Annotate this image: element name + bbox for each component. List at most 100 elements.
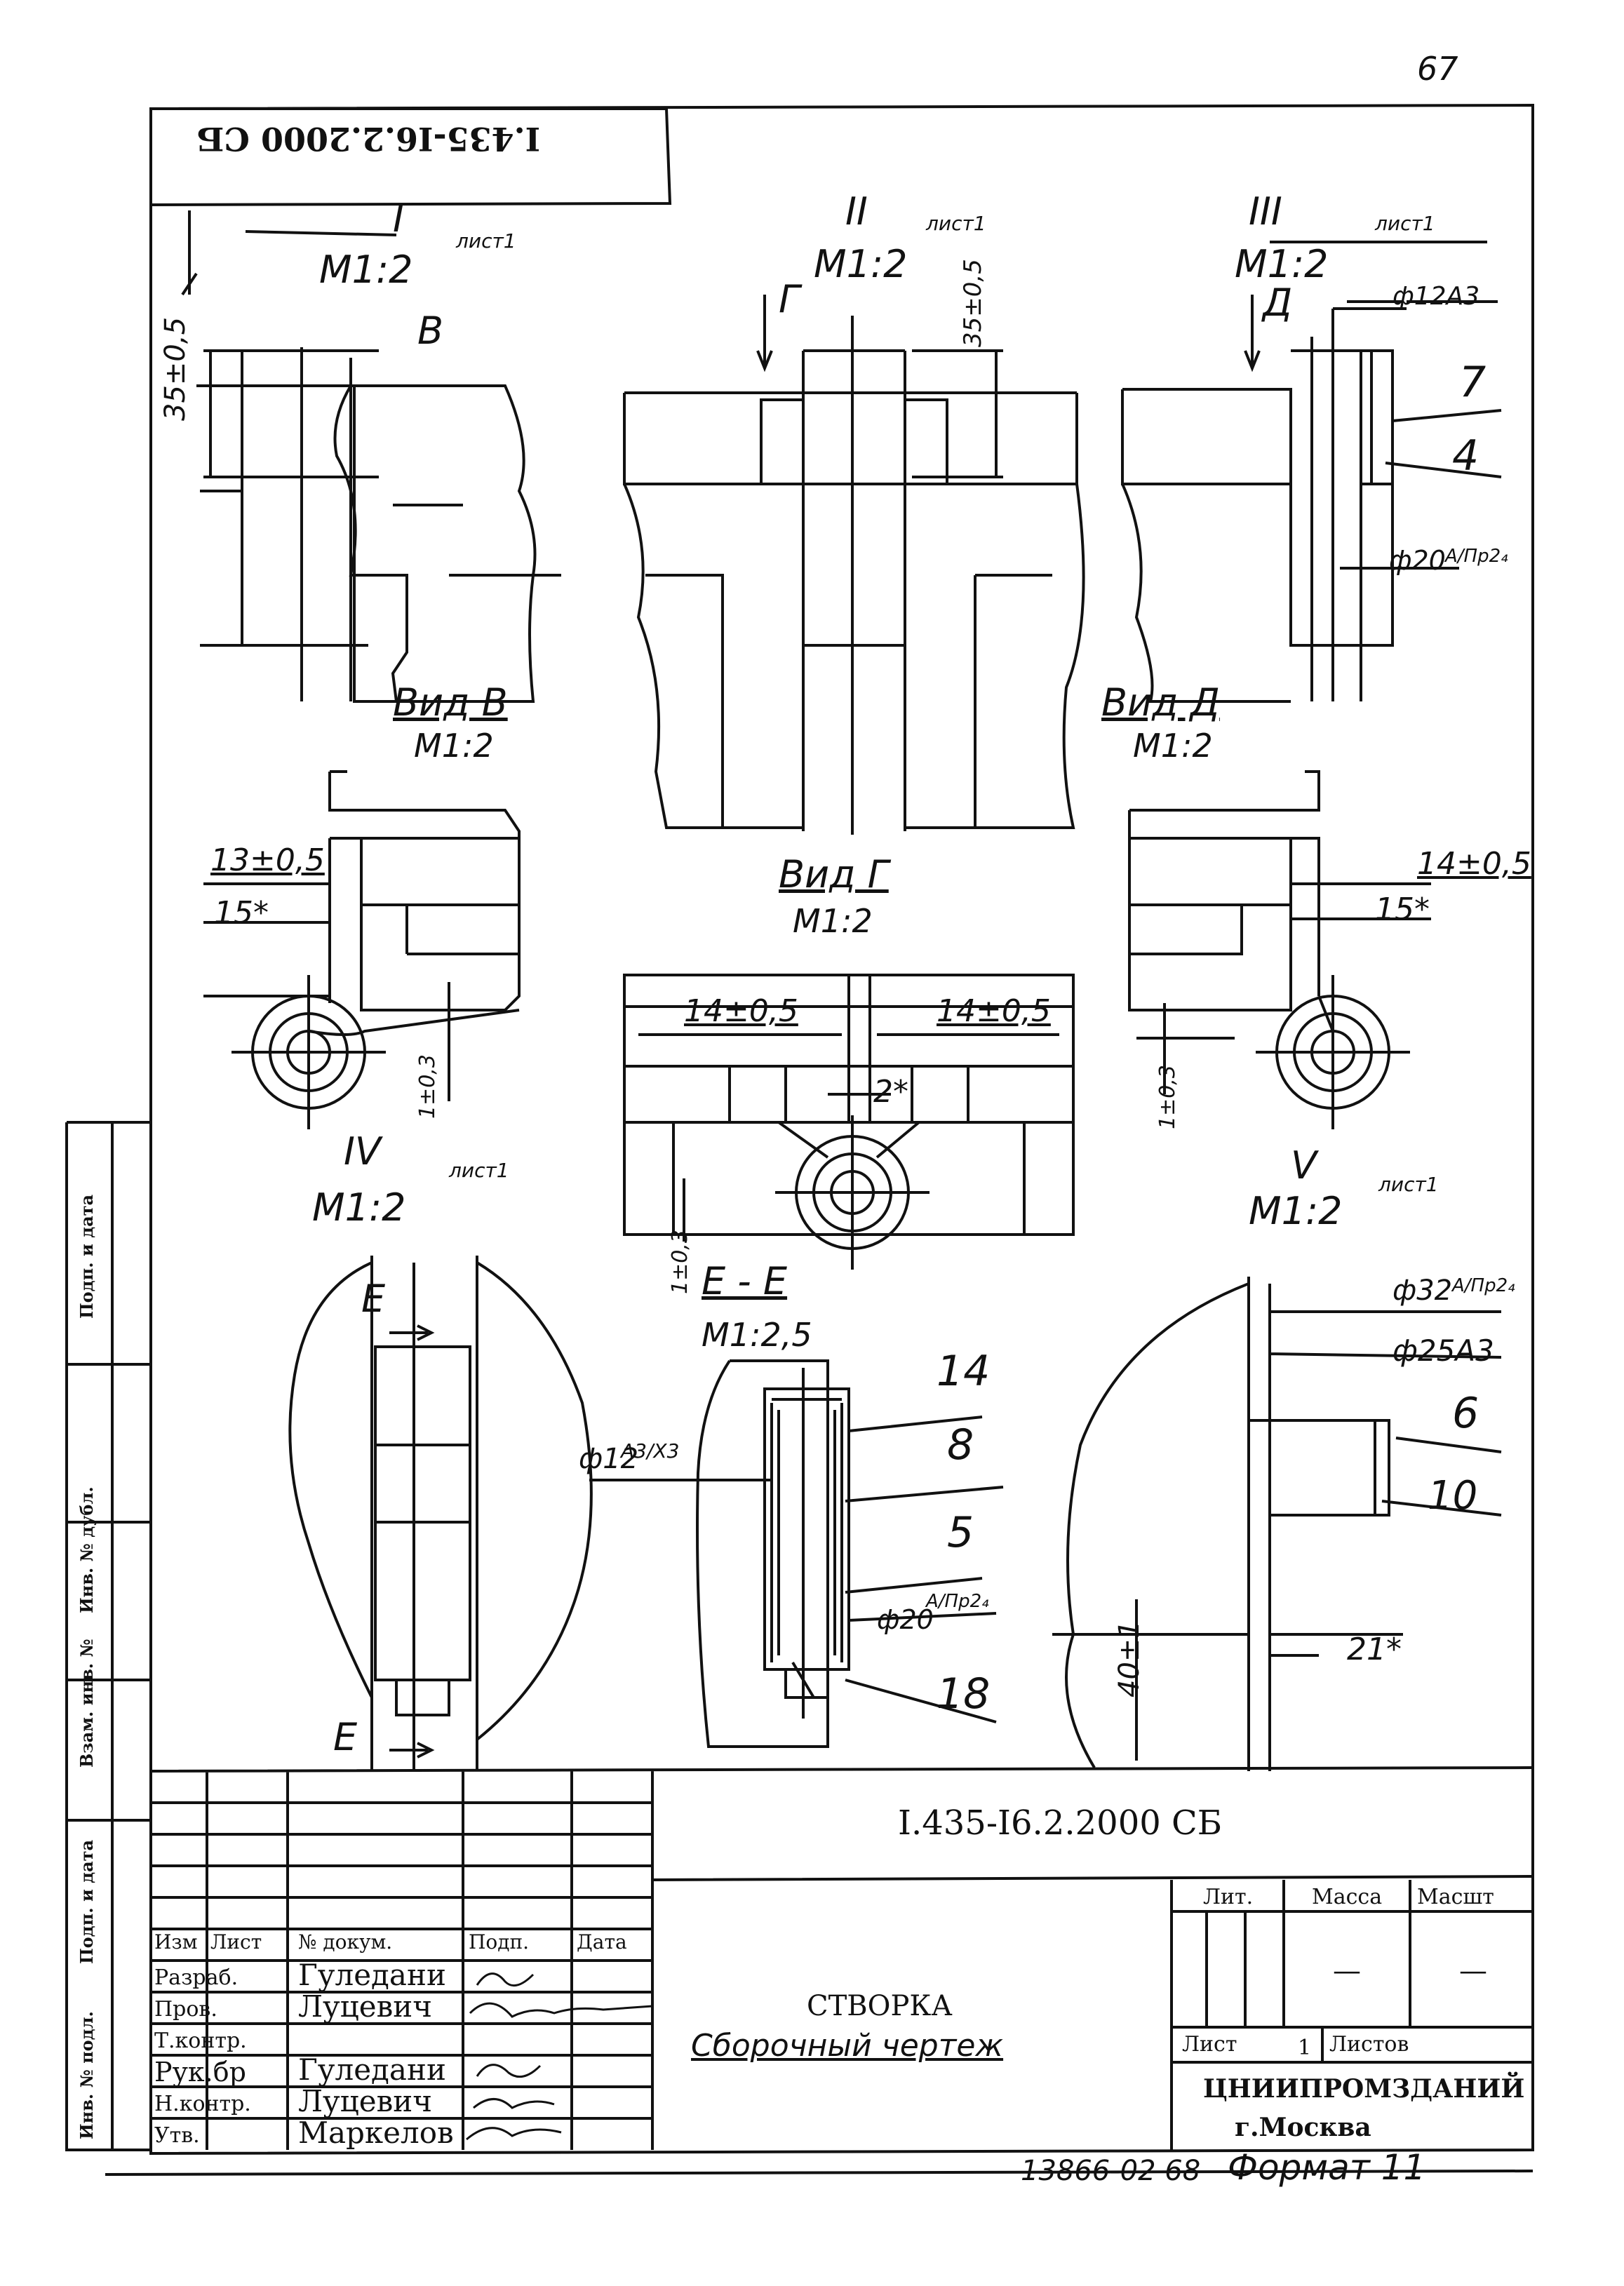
arrow-b-letter: В bbox=[417, 309, 444, 353]
dim-15b: 15* bbox=[1375, 892, 1430, 927]
view-2-scale: M1:2 bbox=[814, 242, 908, 286]
dim-35b-lines bbox=[912, 349, 1003, 478]
section-e-title: Е - Е bbox=[702, 1259, 788, 1303]
row-role-2: Т.контр. bbox=[154, 2029, 247, 2053]
leader-7-4 bbox=[1340, 300, 1502, 570]
callout-5: 5 bbox=[947, 1508, 974, 1557]
dim-13: 13±0,5 bbox=[210, 842, 325, 878]
arrow-e-bottom-letter: Е bbox=[333, 1715, 358, 1759]
dim-21: 21* bbox=[1347, 1632, 1402, 1667]
fit-20a-frac: А/Пр2₄ bbox=[1445, 546, 1508, 567]
fit-20a: ф20 bbox=[1389, 545, 1446, 576]
vid-d-title: Вид Д bbox=[1101, 680, 1220, 725]
dim-35b: 35±0,5 bbox=[959, 259, 987, 347]
view-2-roman: II bbox=[845, 189, 868, 234]
top-code: I.435-I6.2.2000 СБ bbox=[196, 120, 541, 158]
mass-label: Масса bbox=[1312, 1885, 1383, 1909]
side-stamp-1: Подп. и дата bbox=[76, 1839, 97, 1964]
row-name-4: Луцевич bbox=[298, 2084, 433, 2118]
sheet-frame bbox=[149, 103, 1534, 2156]
title-sub: Сборочный чертеж bbox=[691, 2028, 1004, 2064]
arrow-e-top-letter: Е bbox=[361, 1277, 386, 1321]
scale-value: — bbox=[1459, 1955, 1487, 1987]
vid-g-title: Вид Г bbox=[779, 852, 889, 896]
sheet-value: 1 bbox=[1298, 2036, 1312, 2060]
arrow-e-bottom bbox=[389, 1742, 435, 1759]
view-1-lines bbox=[181, 210, 561, 703]
arrow-g-letter: Г bbox=[779, 277, 800, 321]
row-role-3: Рук.бр bbox=[154, 2057, 246, 2087]
org-name: ЦНИИПРОМЗДАНИЙ bbox=[1203, 2074, 1525, 2104]
dim-1a: 1±0,3 bbox=[415, 1054, 440, 1119]
view-2-lines bbox=[623, 316, 1085, 835]
callout-18: 18 bbox=[937, 1669, 991, 1719]
arrow-e-top bbox=[389, 1324, 435, 1341]
row-role-4: Н.контр. bbox=[154, 2092, 251, 2116]
vid-b-scale: M1:2 bbox=[414, 727, 494, 765]
row-name-1: Луцевич bbox=[298, 1989, 433, 2024]
side-stamp-3: Инв. № дубл. bbox=[76, 1486, 97, 1613]
view-3-roman: III bbox=[1249, 189, 1282, 234]
vid-d-lines bbox=[1128, 770, 1431, 1094]
dim-40: 40±1 bbox=[1113, 1620, 1146, 1697]
view-1-scale: M1:2 bbox=[319, 248, 413, 292]
row-name-0: Гуледани bbox=[298, 1958, 446, 1992]
dim-14b: 14±0,5 bbox=[684, 993, 798, 1029]
callout-6: 6 bbox=[1452, 1389, 1479, 1438]
header-izm: Изм bbox=[154, 1930, 198, 1954]
view-5-sheet: лист1 bbox=[1378, 1173, 1439, 1196]
vid-b-lines bbox=[203, 770, 521, 1101]
view-1-roman: I bbox=[393, 196, 404, 241]
view-3-sheet: лист1 bbox=[1375, 212, 1435, 235]
callout-14: 14 bbox=[937, 1347, 991, 1396]
vid-g-axis bbox=[673, 1115, 930, 1270]
view-3-lines bbox=[1121, 307, 1407, 703]
dim-15a: 15* bbox=[214, 895, 269, 931]
vid-g-lines bbox=[623, 974, 1075, 1236]
scale-label: Масшт bbox=[1417, 1885, 1494, 1909]
callout-10: 10 bbox=[1428, 1473, 1478, 1519]
view-4-roman: IV bbox=[344, 1129, 381, 1174]
view-3-scale: M1:2 bbox=[1235, 242, 1329, 286]
row-name-5: Маркелов bbox=[298, 2116, 454, 2150]
vid-b-axis bbox=[231, 975, 386, 1129]
view-5-lines bbox=[1052, 1277, 1502, 1771]
fit-32-frac: А/Пр2₄ bbox=[1452, 1275, 1515, 1296]
org-city: г.Москва bbox=[1235, 2113, 1371, 2142]
dim-2: 2* bbox=[873, 1074, 908, 1110]
section-e-lines bbox=[589, 1359, 1004, 1748]
sheet-label: Лист bbox=[1182, 2032, 1237, 2057]
callout-8: 8 bbox=[947, 1420, 974, 1470]
view-4-sheet: лист1 bbox=[449, 1159, 509, 1182]
fit-12-sec-frac: А3/Х3 bbox=[621, 1439, 680, 1463]
footer-format: Формат 11 bbox=[1228, 2147, 1426, 2188]
page-number: 67 bbox=[1417, 50, 1458, 88]
arrow-d-letter: Д bbox=[1263, 281, 1293, 325]
header-doc: № докум. bbox=[298, 1930, 393, 1954]
fit-12a3: ф12А3 bbox=[1393, 282, 1480, 311]
side-stamp-2: Взам. инв. № bbox=[76, 1639, 97, 1768]
view-5-roman: V bbox=[1291, 1143, 1317, 1188]
section-e-scale: M1:2,5 bbox=[702, 1316, 812, 1354]
dim-14c: 14±0,5 bbox=[937, 993, 1051, 1029]
title-block-grid bbox=[150, 1766, 1534, 2150]
side-stamp-4: Подп. и дата bbox=[76, 1194, 97, 1319]
row-role-5: Утв. bbox=[154, 2123, 200, 2148]
header-list: Лист bbox=[210, 1930, 262, 1954]
title-main: СТВОРКА bbox=[807, 1990, 953, 2022]
row-role-0: Разраб. bbox=[154, 1965, 239, 1990]
header-sign: Подп. bbox=[469, 1930, 530, 1954]
row-name-3: Гуледани bbox=[298, 2052, 446, 2087]
lit-label: Лит. bbox=[1203, 1885, 1254, 1909]
vid-g-scale: M1:2 bbox=[793, 902, 873, 940]
dim-1b: 1±0,3 bbox=[1155, 1065, 1180, 1129]
top-code-box bbox=[150, 107, 672, 206]
vid-d-scale: M1:2 bbox=[1133, 727, 1213, 765]
header-date: Дата bbox=[577, 1930, 627, 1954]
fit-20-sec-frac: А/Пр2₄ bbox=[926, 1591, 989, 1612]
dim-1c: 1±0,3 bbox=[668, 1230, 692, 1294]
side-stamp-0: Инв. № подл. bbox=[76, 2011, 97, 2139]
dim-14a: 14±0,5 bbox=[1417, 846, 1531, 882]
view-1-sheet: лист1 bbox=[456, 229, 516, 253]
arrow-d-line bbox=[1244, 241, 1487, 372]
